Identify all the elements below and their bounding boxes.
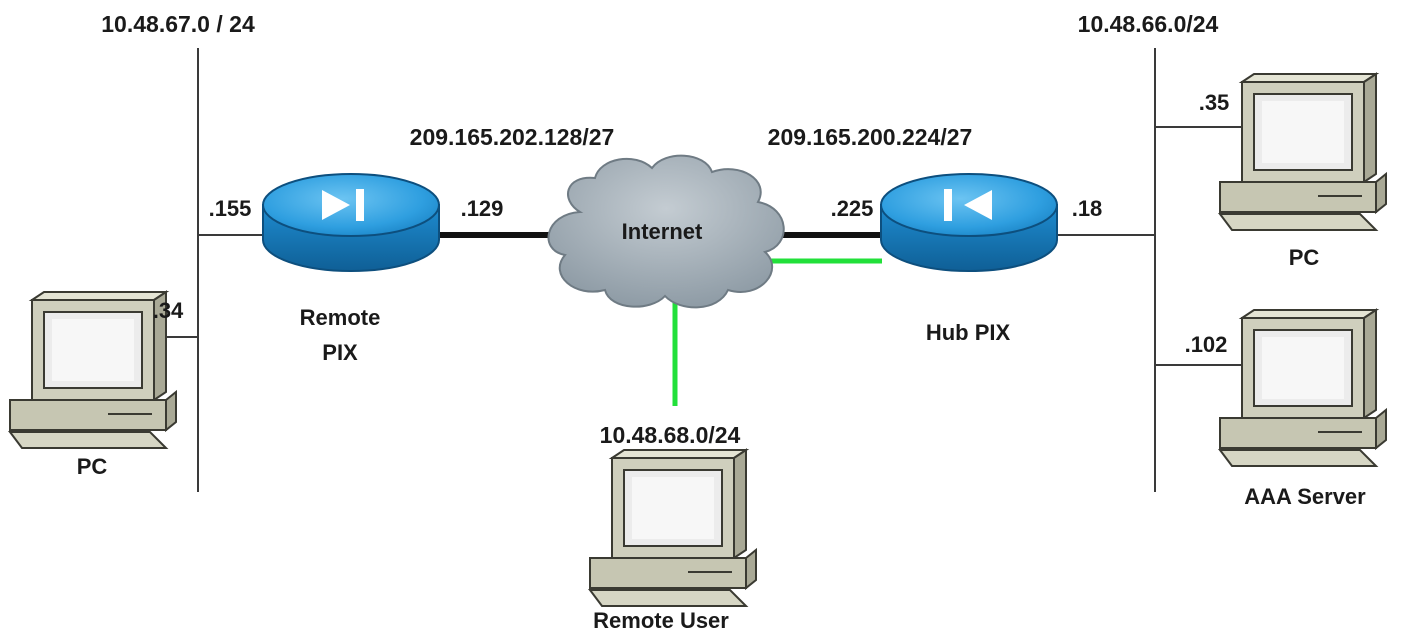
remote-inside-ip: .155 xyxy=(209,196,252,221)
hub-wan-subnet: 209.165.200.224/27 xyxy=(768,124,973,150)
remote-pix-icon xyxy=(262,173,440,272)
remote-user-label: Remote User xyxy=(593,608,729,633)
hub-inside-ip: .18 xyxy=(1072,196,1103,221)
remote-pix-label-1: Remote xyxy=(300,305,381,330)
remote-user-pc-icon xyxy=(589,449,757,607)
remote-outside-ip: .129 xyxy=(461,196,504,221)
hub-pix-icon xyxy=(880,173,1058,272)
aaa-server-icon xyxy=(1219,309,1387,467)
hub-outside-ip: .225 xyxy=(831,196,874,221)
right-pc-icon xyxy=(1219,73,1387,231)
hub-pix-label: Hub PIX xyxy=(926,320,1011,345)
aaa-server-label: AAA Server xyxy=(1244,484,1366,509)
remote-user-subnet: 10.48.68.0/24 xyxy=(600,422,741,448)
aaa-server-ip: .102 xyxy=(1185,332,1228,357)
remote-pix-label-2: PIX xyxy=(322,340,358,365)
right-pc-ip: .35 xyxy=(1199,90,1230,115)
left-pc-ip: .34 xyxy=(153,298,184,323)
right-lan-subnet: 10.48.66.0/24 xyxy=(1078,11,1219,37)
left-pc-icon xyxy=(9,291,177,449)
internet-cloud-icon xyxy=(547,154,785,309)
left-lan-subnet: 10.48.67.0 / 24 xyxy=(101,11,255,37)
right-pc-label: PC xyxy=(1289,245,1320,270)
left-pc-label: PC xyxy=(77,454,108,479)
cloud-label: Internet xyxy=(622,219,703,244)
remote-wan-subnet: 209.165.202.128/27 xyxy=(410,124,615,150)
